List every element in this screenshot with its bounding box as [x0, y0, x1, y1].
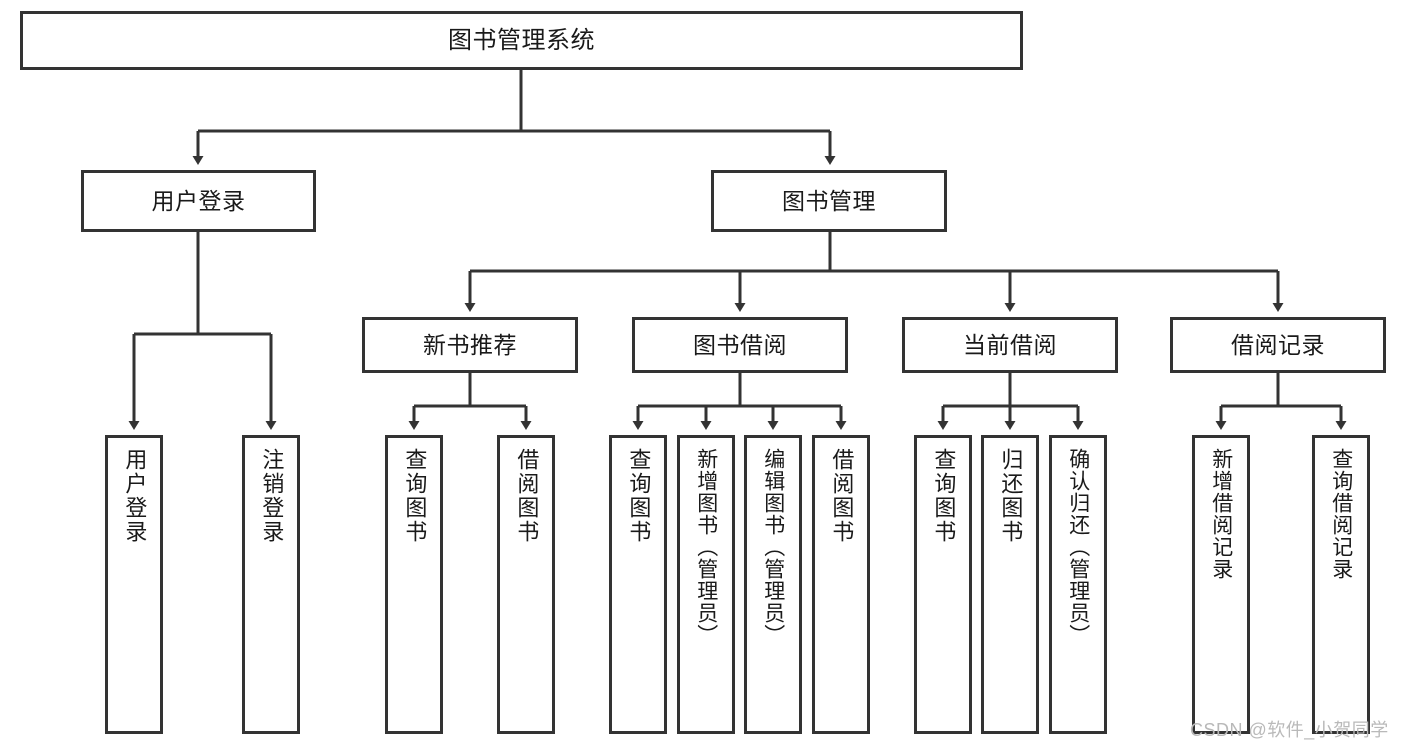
leaf-current-borrow-query[interactable]: 查询图书 [914, 435, 972, 734]
node-borrow-record[interactable]: 借阅记录 [1170, 317, 1386, 373]
node-book-management[interactable]: 图书管理 [711, 170, 947, 232]
node-label: 新书推荐 [423, 331, 517, 358]
node-label: 借阅图书 [514, 448, 540, 544]
leaf-user-login-logout[interactable]: 注销登录 [242, 435, 300, 734]
node-label: 新增图书（管理员） [694, 448, 718, 646]
node-label: 编辑图书（管理员） [761, 448, 785, 646]
node-label: 查询图书 [626, 448, 652, 544]
node-label: 图书借阅 [693, 331, 787, 358]
node-user-login[interactable]: 用户登录 [81, 170, 316, 232]
node-label: 借阅记录 [1231, 331, 1325, 358]
node-label: 注销登录 [259, 448, 285, 544]
node-label: 用户登录 [122, 448, 148, 544]
node-label: 确认归还（管理员） [1066, 448, 1090, 646]
leaf-current-borrow-confirm-admin[interactable]: 确认归还（管理员） [1049, 435, 1107, 734]
node-label: 查询图书 [402, 448, 428, 544]
node-book-borrow[interactable]: 图书借阅 [632, 317, 848, 373]
node-root-system[interactable]: 图书管理系统 [20, 11, 1023, 70]
node-current-borrow[interactable]: 当前借阅 [902, 317, 1118, 373]
leaf-book-borrow-borrow[interactable]: 借阅图书 [812, 435, 870, 734]
leaf-borrow-record-query[interactable]: 查询借阅记录 [1312, 435, 1370, 734]
node-label: 当前借阅 [963, 331, 1057, 358]
node-label: 图书管理 [782, 187, 876, 214]
node-label: 查询借阅记录 [1329, 448, 1353, 580]
node-label: 用户登录 [151, 187, 246, 214]
node-label: 图书管理系统 [448, 26, 595, 54]
node-new-book-recommend[interactable]: 新书推荐 [362, 317, 578, 373]
node-label: 新增借阅记录 [1209, 448, 1233, 580]
node-label: 借阅图书 [829, 448, 855, 544]
leaf-book-borrow-query[interactable]: 查询图书 [609, 435, 667, 734]
leaf-new-book-query[interactable]: 查询图书 [385, 435, 443, 734]
csdn-watermark: CSDN @软件_小贺同学 [1190, 720, 1389, 740]
node-label: 查询图书 [931, 448, 957, 544]
leaf-new-book-borrow[interactable]: 借阅图书 [497, 435, 555, 734]
leaf-current-borrow-return[interactable]: 归还图书 [981, 435, 1039, 734]
node-label: 归还图书 [998, 448, 1024, 544]
leaf-book-borrow-add-admin[interactable]: 新增图书（管理员） [677, 435, 735, 734]
leaf-borrow-record-add[interactable]: 新增借阅记录 [1192, 435, 1250, 734]
leaf-book-borrow-edit-admin[interactable]: 编辑图书（管理员） [744, 435, 802, 734]
leaf-user-login-login[interactable]: 用户登录 [105, 435, 163, 734]
